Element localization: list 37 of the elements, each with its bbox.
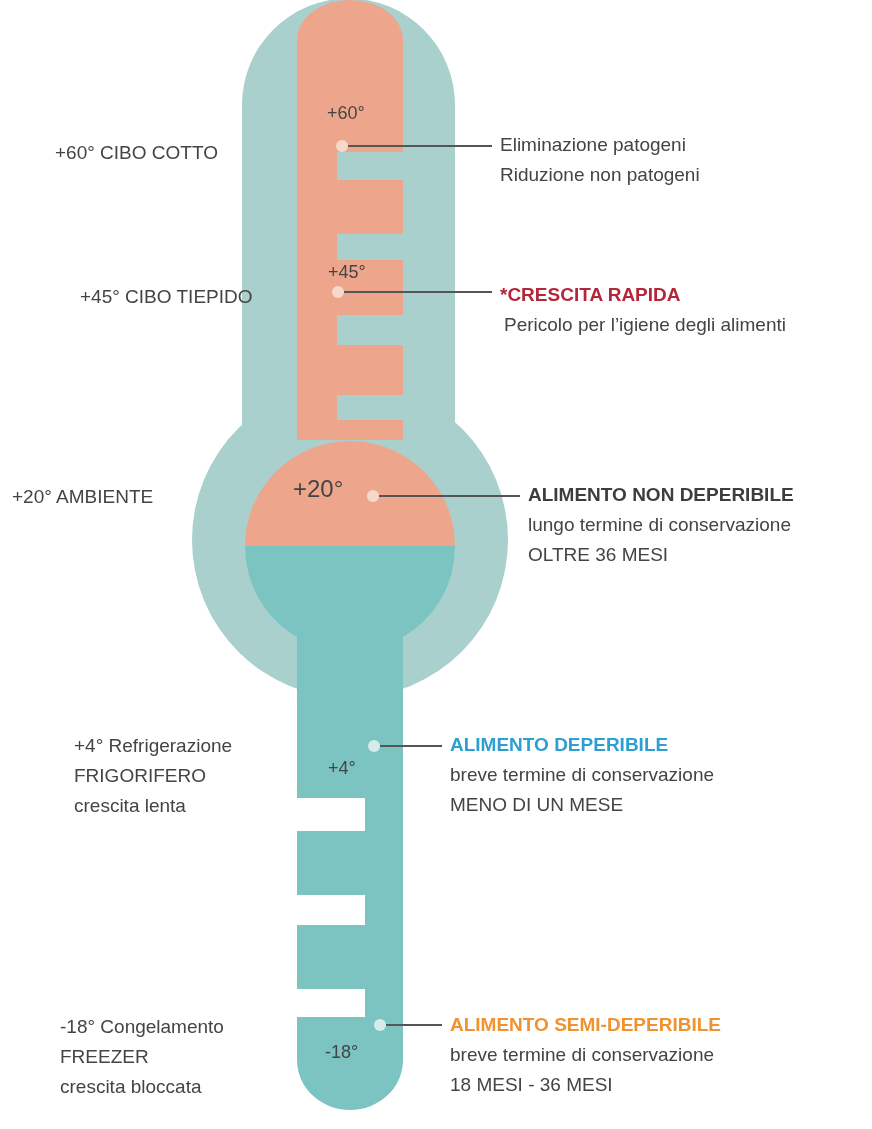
temperature-label: -18° Congelamento [60, 1015, 224, 1039]
marker-dot [367, 490, 379, 502]
temperature-mark: +20° [293, 474, 344, 504]
marker-dot [332, 286, 344, 298]
description-text: breve termine di conservazione [450, 1043, 716, 1067]
marker-dot [336, 140, 348, 152]
description-text: lungo termine di conservazione [528, 513, 792, 537]
description-text: Riduzione non patogeni [500, 163, 700, 187]
temperature-mark: +4° [328, 757, 356, 780]
leader-line [347, 145, 493, 147]
leader-line [385, 1024, 443, 1026]
storage-label: FREEZER [60, 1045, 149, 1069]
description-text: OLTRE 36 MESI [528, 543, 670, 567]
description-text: crescita lenta [74, 794, 186, 818]
temperature-label: +4° Refrigerazione [74, 734, 233, 758]
temperature-label: +20° AMBIENTE [12, 485, 154, 509]
description-text: breve termine di conservazione [450, 763, 715, 787]
marker-dot [368, 740, 380, 752]
temperature-mark: -18° [325, 1041, 359, 1064]
description-text: Pericolo per l’igiene degli alimenti [504, 313, 786, 337]
heading-text: ALIMENTO DEPERIBILE [450, 733, 670, 757]
description-text: 18 MESI - 36 MESI [450, 1073, 614, 1097]
temperature-label: +60° CIBO COTTO [55, 141, 218, 165]
marker-dot [374, 1019, 386, 1031]
description-text: Eliminazione patogeni [500, 133, 687, 157]
description-text: MENO DI UN MESE [450, 793, 625, 817]
heading-text: *CRESCITA RAPIDA [500, 283, 682, 307]
leader-line [378, 495, 521, 497]
heading-text: ALIMENTO NON DEPERIBILE [528, 483, 794, 507]
description-text: crescita bloccata [60, 1075, 202, 1099]
leader-line [343, 291, 493, 293]
temperature-label: +45° CIBO TIEPIDO [80, 285, 253, 309]
heading-text: ALIMENTO SEMI-DEPERIBILE [450, 1013, 721, 1037]
temperature-mark: +60° [327, 102, 365, 125]
leader-line [379, 745, 443, 747]
temperature-mark: +45° [328, 261, 366, 284]
storage-label: FRIGORIFERO [74, 764, 206, 788]
